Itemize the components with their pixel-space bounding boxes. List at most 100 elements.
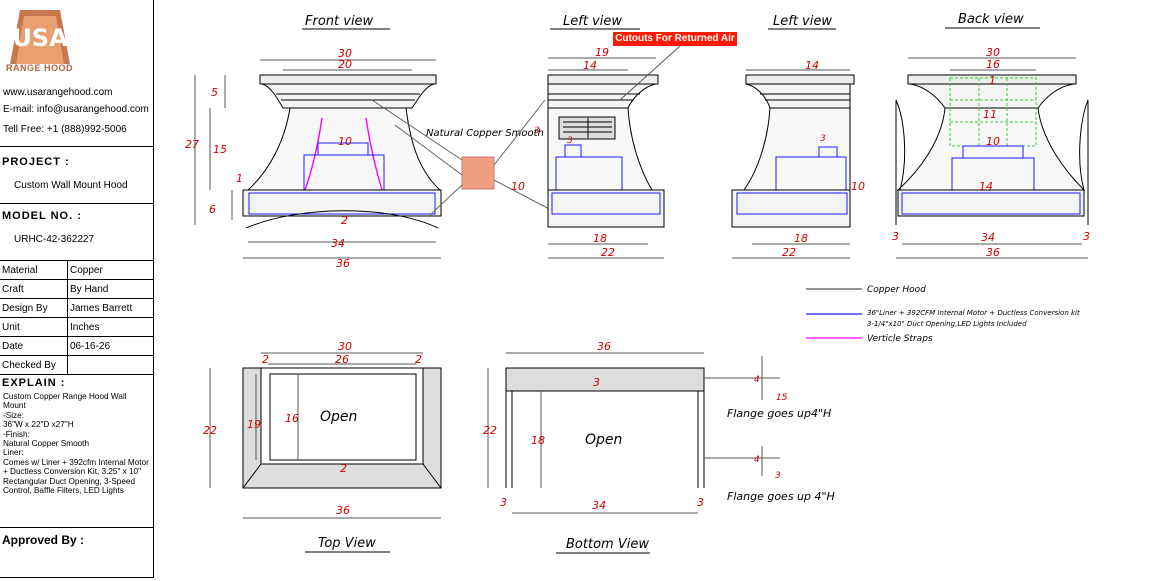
top-view: Open 30 26 2 2 22 19 16 2 36 Top View (203, 340, 442, 553)
top-dim-width-top: 30 (338, 340, 352, 353)
bottom-dim-flange-s: 3 (775, 471, 781, 481)
left2-dim-bottom: 18 (794, 232, 808, 245)
project-value: Custom Wall Mount Hood (14, 180, 128, 191)
bottom-dim-open-d: 18 (531, 434, 545, 447)
explain-body: Custom Copper Range Hood Wall Mount -Siz… (3, 392, 149, 496)
copper-swatch (461, 156, 495, 190)
back-dim-side-l: 3 (892, 230, 899, 243)
front-dim-crown: 20 (338, 58, 352, 71)
explain-label: EXPLAIN : (2, 377, 66, 389)
back-dim-inner: 34 (981, 231, 995, 244)
back-dim-width: 36 (986, 246, 1000, 259)
top-view-title: Top View (318, 536, 376, 551)
back-dim-band: 1 (989, 74, 996, 87)
left-dim-bottom: 18 (593, 232, 607, 245)
back-dim-duct: 10 (986, 135, 1000, 148)
back-dim-grid: 16 (986, 58, 1000, 71)
left-dim-depth: 22 (601, 246, 615, 259)
bottom-dim-depth: 22 (483, 424, 497, 437)
approved-label: Approved By : (2, 533, 85, 547)
legend-liner-1: 36"Liner + 392CFM Internal Motor + Ductl… (867, 309, 1080, 317)
spec-row-checked: Checked By (0, 355, 153, 375)
left2-dim-liner: 10 (851, 180, 865, 193)
left-dim-vent-h: 3 (534, 126, 540, 136)
left-dim-crown: 14 (583, 59, 597, 72)
left-dim-liner: 10 (511, 180, 525, 193)
bottom-dim-flange-h2: 4 (754, 455, 760, 465)
legend-straps: Verticle Straps (867, 334, 933, 344)
bottom-dim-flange-h1: 4 (754, 375, 760, 385)
back-view: Back view 30 16 1 11 10 1 (892, 12, 1090, 259)
front-dim-band: 1 (236, 172, 243, 185)
front-dim-arch: 2 (341, 214, 348, 227)
logo-icon: USA (10, 10, 70, 64)
top-open-label: Open (320, 409, 357, 425)
legend-copper: Copper Hood (867, 285, 926, 295)
left2-dim-duct: 3 (820, 134, 826, 144)
back-dim-liner: 14 (979, 180, 993, 193)
back-dim-top: 30 (986, 46, 1000, 59)
bottom-dim-width: 36 (597, 340, 611, 353)
email-text: E-mail: info@usarangehood.com (3, 104, 149, 115)
bottom-dim-flange: 3 (593, 376, 600, 389)
left-dim-top: 19 (595, 46, 609, 59)
left-view-1: Left view 19 14 3 3 10 18 22 (511, 14, 681, 259)
top-dim-front: 2 (340, 462, 347, 475)
phone-text: Tell Free: +1 (888)992-5006 (3, 124, 127, 135)
model-value: URHC-42-362227 (14, 234, 95, 245)
bottom-dim-flange-t: 15 (776, 393, 788, 403)
title-block: USA RANGE HOOD www.usarangehood.com E-ma… (0, 0, 154, 578)
cutouts-callout: Cutouts For Returned Air (613, 32, 737, 46)
back-dim-grid-h: 11 (983, 108, 997, 121)
top-dim-side-l: 2 (262, 353, 269, 366)
front-dim-body-h: 15 (213, 143, 227, 156)
top-dim-depth: 22 (203, 424, 217, 437)
logo-text: USA (12, 24, 68, 52)
model-label: MODEL NO. : (2, 210, 82, 222)
finish-callout: Natural Copper Smooth (371, 99, 571, 221)
company-logo: USA (6, 6, 74, 76)
bottom-view-title: Bottom View (566, 537, 649, 552)
left2-dim-top: 14 (805, 59, 819, 72)
top-dim-open-d: 16 (285, 412, 299, 425)
website-text: www.usarangehood.com (3, 87, 113, 98)
top-dim-width: 36 (336, 504, 350, 517)
finish-label: Natural Copper Smooth (426, 128, 544, 139)
flange-note-2: Flange goes up 4"H (727, 490, 835, 503)
front-dim-width: 36 (336, 257, 350, 270)
legend-liner-2: 3-1/4"x10" Duct Opening,LED Lights Inclu… (867, 320, 1027, 328)
front-view-title: Front view (305, 14, 374, 29)
left-view-2: Left view 14 3 10 18 22 (731, 14, 865, 259)
front-dim-total-h: 27 (185, 138, 199, 151)
left2-dim-depth: 22 (782, 246, 796, 259)
front-dim-crown-h: 5 (211, 86, 218, 99)
front-view: Front view (185, 14, 442, 270)
bottom-view: Open 36 3 22 18 34 3 3 4 15 4 3 Flange g… (483, 340, 835, 554)
front-dim-top: 30 (338, 47, 352, 60)
flange-note-1: Flange goes up4"H (727, 407, 831, 420)
left-view-2-title: Left view (773, 14, 832, 29)
back-dim-side-r: 3 (1083, 230, 1090, 243)
left-dim-vent-w: 3 (567, 136, 573, 146)
bottom-dim-inner: 34 (592, 499, 606, 512)
back-view-title: Back view (958, 12, 1024, 27)
bottom-open-label: Open (585, 432, 622, 448)
project-label: PROJECT : (2, 156, 70, 168)
top-dim-side-r: 2 (415, 353, 422, 366)
legend: Copper Hood 36"Liner + 392CFM Internal M… (806, 285, 1080, 344)
front-dim-bottom-h: 6 (209, 203, 216, 216)
front-dim-inner: 34 (331, 237, 345, 250)
left-view-1-title: Left view (563, 14, 622, 29)
top-dim-inner-d: 19 (247, 418, 261, 431)
front-dim-duct: 10 (338, 135, 352, 148)
logo-subtitle: RANGE HOOD (6, 63, 74, 73)
top-dim-inner: 26 (335, 353, 349, 366)
bottom-dim-side-r: 3 (697, 496, 704, 509)
